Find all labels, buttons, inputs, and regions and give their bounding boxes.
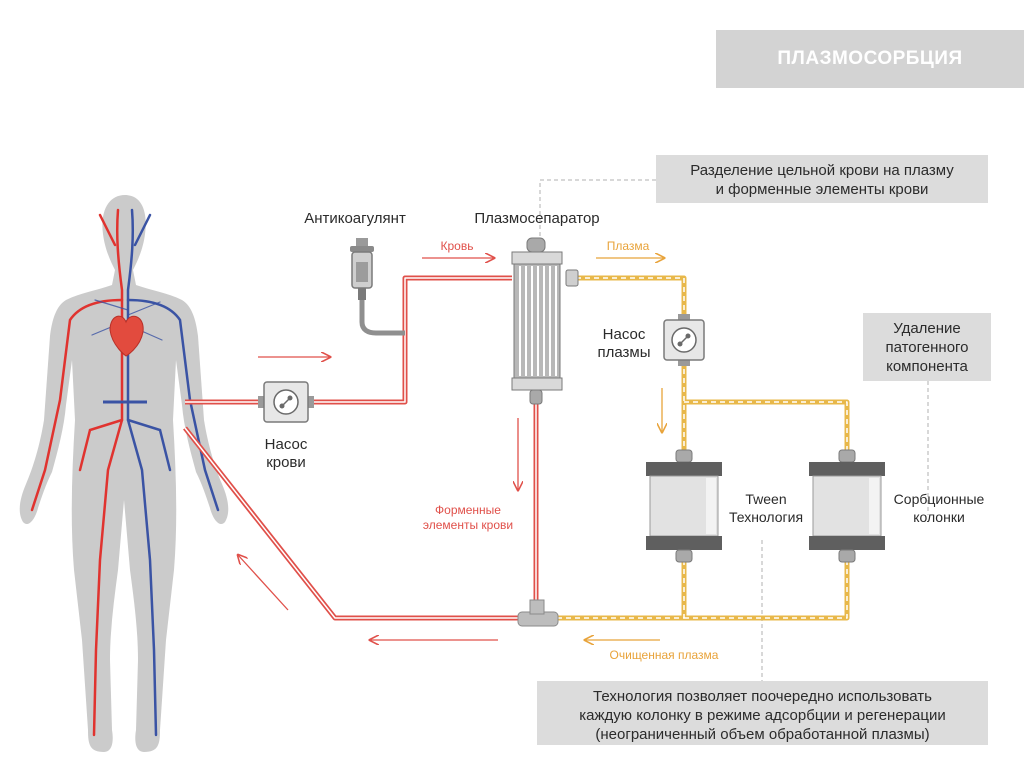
leader-separation xyxy=(539,179,656,236)
arteries xyxy=(30,208,124,737)
removal-note: Удаление патогенного компонента xyxy=(863,313,991,381)
diagram-title: ПЛАЗМОСОРБЦИЯ xyxy=(716,30,1024,88)
vessels xyxy=(30,208,220,737)
technology-note-line-2: каждую колонку в режиме адсорбции и реге… xyxy=(579,707,946,724)
sorption-columns-label: Сорбционные колонки xyxy=(880,490,998,526)
removal-note-line-2: патогенного xyxy=(885,338,969,356)
blood-pump-icon xyxy=(258,381,314,423)
formed-elements-label: Форменные элементы крови xyxy=(400,503,536,533)
removal-note-line-1: Удаление xyxy=(893,319,961,337)
technology-note-line-1: Технология позволяет поочередно использо… xyxy=(593,688,932,705)
sorption-column-1-icon xyxy=(646,449,722,563)
flow-arrows xyxy=(238,258,664,640)
blood-pump-label-line-1: Насос xyxy=(264,436,308,453)
veins xyxy=(126,208,220,737)
anticoagulant-tube xyxy=(359,300,405,336)
removal-note-line-3: компонента xyxy=(886,357,968,375)
tween-label-line-1: Tween xyxy=(745,491,787,507)
tween-label: Tween Технология xyxy=(716,490,816,526)
blood-pump-label: Насос крови xyxy=(248,436,324,472)
heart-icon xyxy=(109,315,144,357)
technology-note-line-3: (неограниченный объем обработанной плазм… xyxy=(595,726,930,743)
plasma-pump-icon xyxy=(663,314,705,366)
syringe-icon xyxy=(350,238,374,300)
plasma-flow-label: Плазма xyxy=(606,239,650,253)
sorption-columns-label-line-1: Сорбционные xyxy=(893,491,985,507)
sorption-columns-label-line-2: колонки xyxy=(913,509,965,525)
blood-flow-label: Кровь xyxy=(440,239,474,253)
plasma-pump-label: Насос плазмы xyxy=(586,326,662,362)
plasma-pump-label-line-1: Насос xyxy=(602,326,646,343)
leader-lines xyxy=(539,179,929,681)
plasmaseparator-label: Плазмосепаратор xyxy=(474,210,600,227)
plasmaseparator-icon xyxy=(511,237,579,405)
blood-pump-label-line-2: крови xyxy=(266,454,306,471)
formed-elements-label-line-1: Форменные xyxy=(435,503,501,517)
cleaned-plasma-label: Очищенная плазма xyxy=(609,648,719,662)
plasma-pump-label-line-2: плазмы xyxy=(597,344,651,361)
formed-elements-label-line-2: элементы крови xyxy=(422,518,514,532)
t-connector-icon xyxy=(517,599,559,627)
anticoagulant-label: Антикоагулянт xyxy=(304,210,406,227)
tween-label-line-2: Технология xyxy=(728,509,804,525)
separation-note: Разделение цельной крови на плазму и фор… xyxy=(656,155,988,203)
separation-note-line-1: Разделение цельной крови на плазму xyxy=(690,162,954,179)
plasma-tubing xyxy=(552,275,850,621)
technology-note: Технология позволяет поочередно использо… xyxy=(537,681,988,745)
sorption-column-2-icon xyxy=(809,449,885,563)
arrow-to-body xyxy=(238,555,289,611)
human-body xyxy=(19,195,229,752)
separation-note-line-2: и форменные элементы крови xyxy=(715,181,929,198)
blood-tubing xyxy=(183,275,539,621)
